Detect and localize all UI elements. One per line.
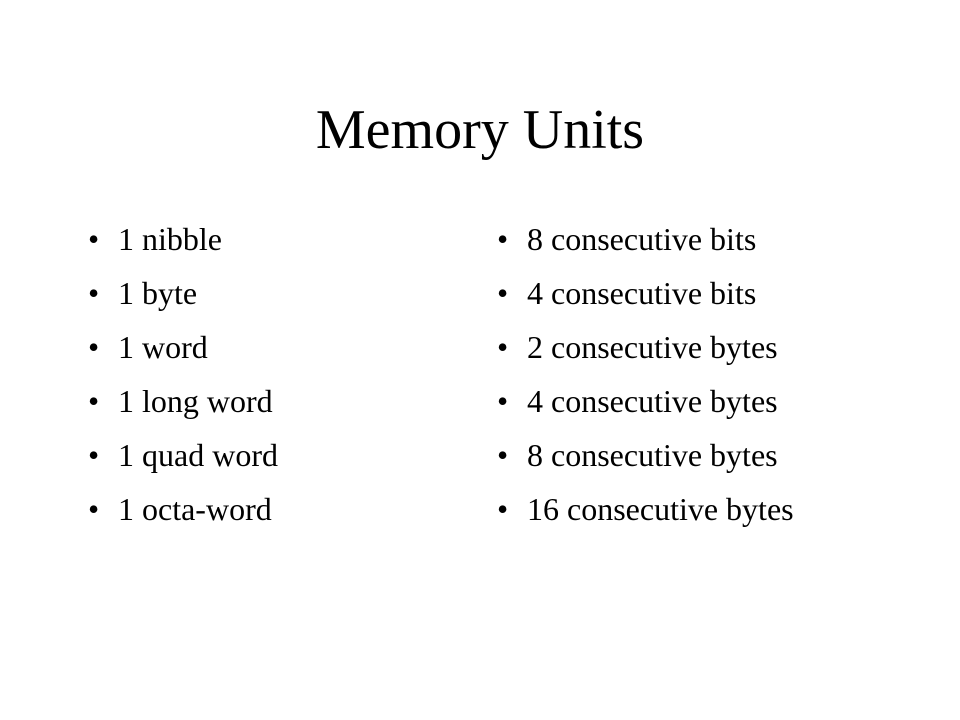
bullet-icon: • [497,275,509,311]
bullet-icon: • [497,437,509,473]
bullet-icon: • [497,221,509,257]
term-text: 1 long word [118,383,273,419]
list-item: • 1 long word [88,379,468,433]
term-text: 1 word [118,329,208,365]
definition-text: 4 consecutive bytes [527,383,778,419]
definition-text: 8 consecutive bytes [527,437,778,473]
list-item: • 1 octa-word [88,487,468,541]
term-text: 1 byte [118,275,198,311]
definition-text: 16 consecutive bytes [527,491,794,527]
bullet-icon: • [88,383,100,419]
list-item: • 4 consecutive bytes [497,379,937,433]
definition-text: 8 consecutive bits [527,221,757,257]
left-bullet-list: • 1 nibble • 1 byte • 1 word • 1 long word •… [88,217,468,541]
list-item: • 8 consecutive bytes [497,433,937,487]
list-item: • 8 consecutive bits [497,217,937,271]
slide-title: Memory Units [315,99,645,161]
bullet-icon: • [88,491,100,527]
list-item: • 4 consecutive bits [497,271,937,325]
list-item: • 1 byte [88,271,468,325]
list-item: • 2 consecutive bytes [497,325,937,379]
definition-text: 4 consecutive bits [527,275,757,311]
list-item: • 1 word [88,325,468,379]
term-text: 1 quad word [118,437,278,473]
bullet-icon: • [497,491,509,527]
bullet-icon: • [88,275,100,311]
bullet-icon: • [88,437,100,473]
term-text: 1 nibble [118,221,222,257]
bullet-icon: • [497,329,509,365]
bullet-icon: • [88,329,100,365]
list-item: • 1 nibble [88,217,468,271]
definition-text: 2 consecutive bytes [527,329,778,365]
term-text: 1 octa-word [118,491,272,527]
list-item: • 16 consecutive bytes [497,487,937,541]
right-bullet-list: •8 consecutive bits •4 consecutive bits … [497,217,937,541]
bullet-icon: • [497,383,509,419]
list-item: • 1 quad word [88,433,468,487]
bullet-icon: • [88,221,100,257]
